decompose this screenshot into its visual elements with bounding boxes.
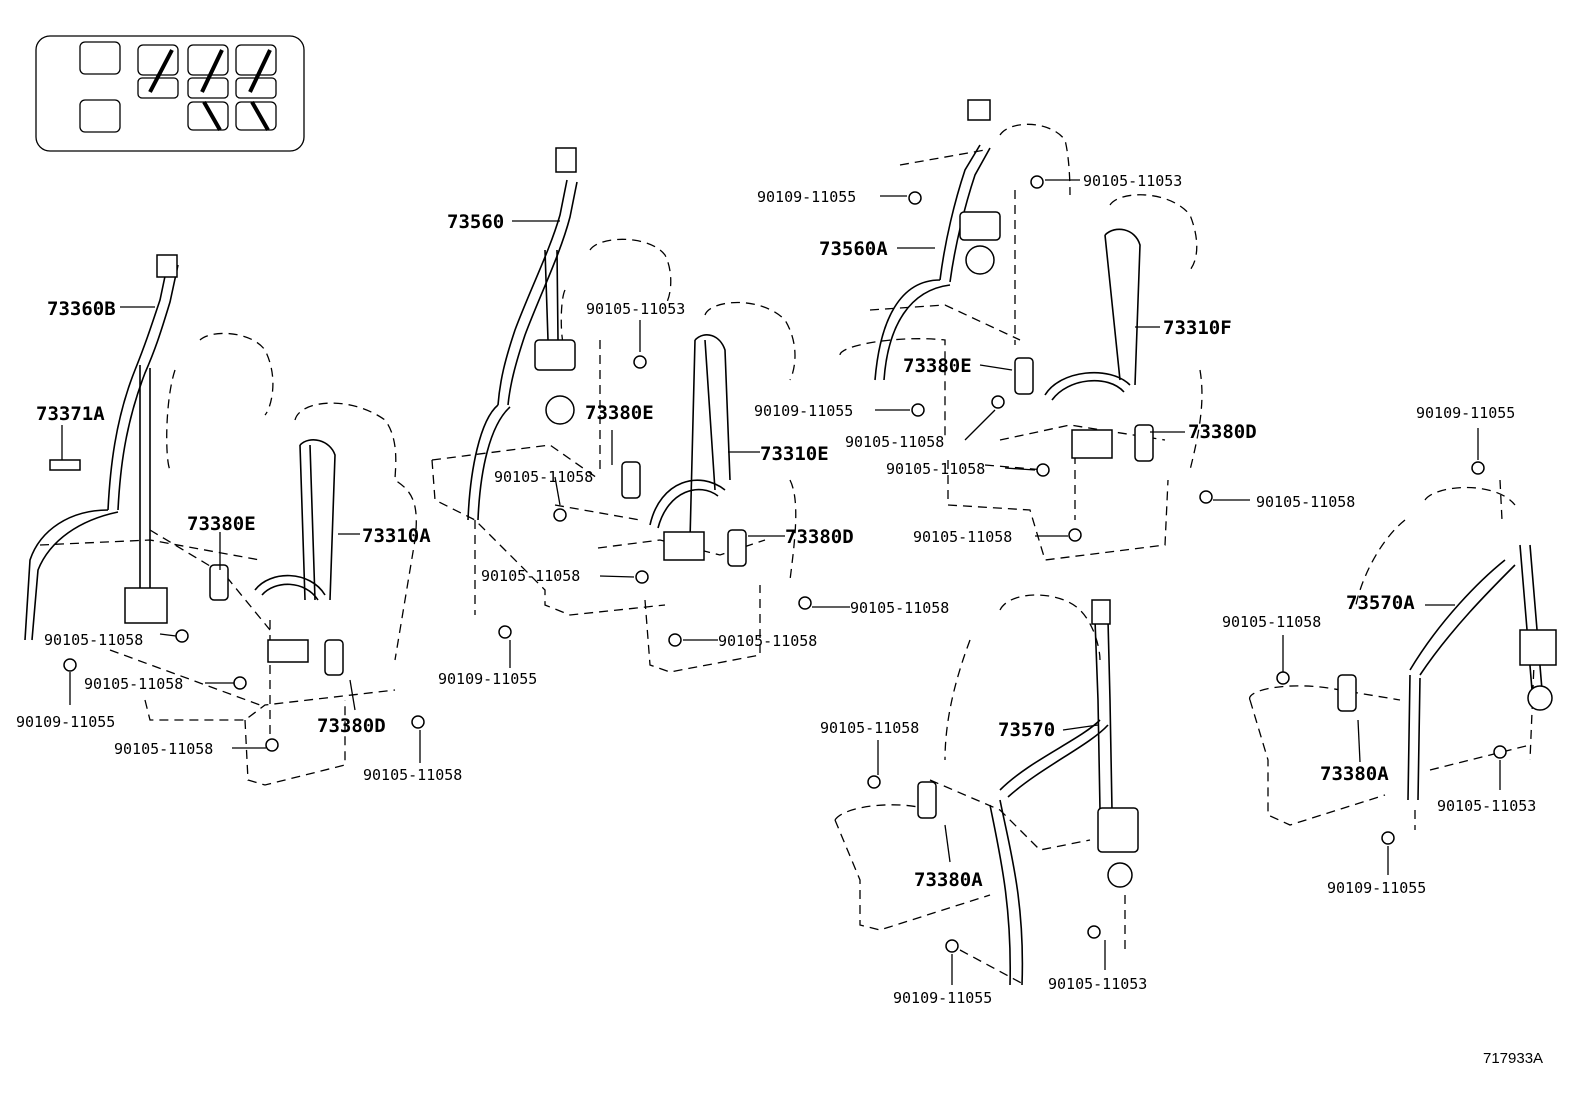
seat-group-5 [834,594,1139,986]
callout-73380d-2: 73380D [785,526,854,548]
callout-90105-11058-j: 90105-11058 [886,460,985,478]
callout-73380d-1: 73380D [317,715,386,737]
seat-group-1 [24,254,425,786]
callout-90109-11055-d: 90109-11055 [754,402,853,420]
callout-73310f: 73310F [1163,317,1232,339]
callout-90109-11055-f: 90109-11055 [1327,879,1426,897]
callout-90105-11058-e: 90105-11058 [494,468,593,486]
callout-90105-11053-a: 90105-11053 [586,300,685,318]
callout-90105-11058-m: 90105-11058 [1222,613,1321,631]
callout-90109-11055-e: 90109-11055 [1416,404,1515,422]
callout-73380e-3: 73380E [903,355,972,377]
callout-90109-11055-g: 90109-11055 [893,989,992,1007]
callout-90105-11058-c: 90105-11058 [114,740,213,758]
callout-73380d-3: 73380D [1188,421,1257,443]
callout-73380a-2: 73380A [914,869,983,891]
callout-90105-11058-b: 90105-11058 [84,675,183,693]
callout-73310a: 73310A [362,525,431,547]
callout-90105-11058-d: 90105-11058 [363,766,462,784]
callout-73310e: 73310E [760,443,829,465]
callout-73380e-2: 73380E [585,402,654,424]
callout-90105-11053-c: 90105-11053 [1437,797,1536,815]
seat-group-2 [431,147,850,673]
callout-90105-11058-f: 90105-11058 [481,567,580,585]
callout-73380e-1: 73380E [187,513,256,535]
callout-labels: 73360B 73371A 73380E 73310A 90105-11058 … [16,172,1543,1067]
callout-90105-11058-k: 90105-11058 [1256,493,1355,511]
callout-90105-11053-b: 90105-11053 [1083,172,1182,190]
seat-group-4 [1249,428,1557,875]
callout-73560a: 73560A [819,238,888,260]
callout-90105-11058-a: 90105-11058 [44,631,143,649]
callout-73570a: 73570A [1346,592,1415,614]
callout-90105-11058-g: 90105-11058 [850,599,949,617]
callout-90109-11055-c: 90109-11055 [757,188,856,206]
callout-90105-11058-l: 90105-11058 [913,528,1012,546]
callout-73371a: 73371A [36,403,105,425]
callout-90105-11058-h: 90105-11058 [718,632,817,650]
callout-90109-11055-a: 90109-11055 [16,713,115,731]
callout-90109-11055-b: 90109-11055 [438,670,537,688]
callout-90105-11053-d: 90105-11053 [1048,975,1147,993]
callout-73380a-1: 73380A [1320,763,1389,785]
figure-code: 717933A [1483,1050,1543,1067]
callout-73560: 73560 [447,211,504,233]
seat-group-3 [839,99,1250,561]
callout-90105-11058-n: 90105-11058 [820,719,919,737]
callout-90105-11058-i: 90105-11058 [845,433,944,451]
seat-layout-icon [35,35,305,152]
callout-73360b: 73360B [47,298,116,320]
callout-73570: 73570 [998,719,1055,741]
